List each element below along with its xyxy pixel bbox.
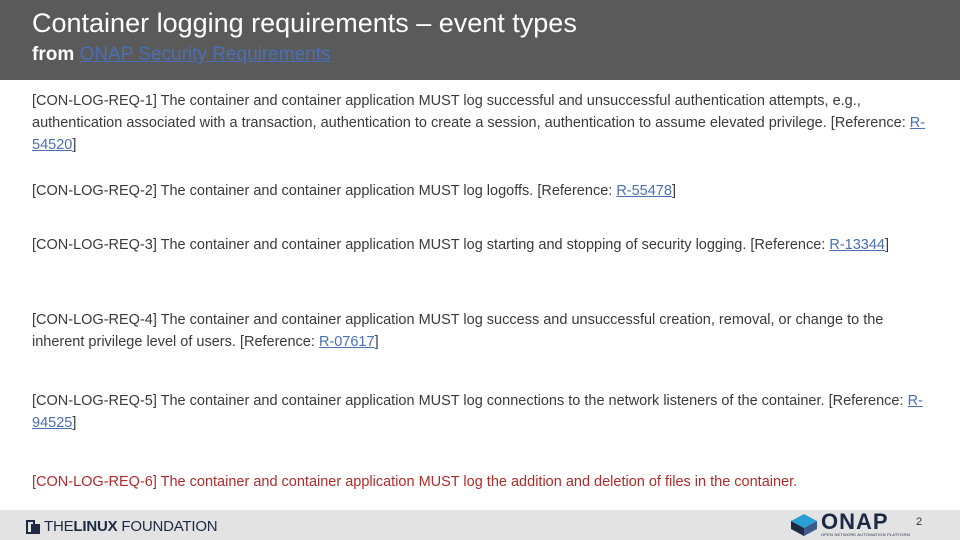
reference-link-4[interactable]: R-07617: [318, 334, 375, 350]
requirement-3: [CON-LOG-REQ-3] The container and contai…: [32, 237, 890, 253]
slide-title: Container logging requirements – event t…: [32, 8, 577, 38]
linux-foundation-logo: THELINUX FOUNDATION: [26, 518, 218, 535]
slide-subtitle: from ONAP Security Requirements: [32, 44, 331, 66]
onap-security-requirements-link[interactable]: ONAP Security Requirements: [79, 44, 331, 65]
reference-link-2[interactable]: R-55478: [616, 183, 672, 199]
subtitle-prefix: from: [32, 44, 75, 65]
slide-footer: THELINUX FOUNDATION ONAP OPEN NETWORK AU…: [0, 510, 960, 540]
page-number: 2: [916, 516, 923, 528]
onap-cube-icon: [791, 513, 817, 536]
requirement-6: [CON-LOG-REQ-6] The container and contai…: [32, 474, 798, 490]
onap-logo: ONAP OPEN NETWORK AUTOMATION PLATFORM: [790, 509, 911, 537]
linux-foundation-icon: [26, 519, 40, 534]
requirement-5: [CON-LOG-REQ-5] The container and contai…: [32, 393, 923, 431]
reference-link-3[interactable]: R-13344: [829, 237, 885, 253]
requirement-1: [CON-LOG-REQ-1] The container and contai…: [32, 93, 926, 153]
onap-tagline: OPEN NETWORK AUTOMATION PLATFORM: [821, 532, 911, 537]
onap-wordmark: ONAP: [821, 509, 889, 534]
requirement-2: [CON-LOG-REQ-2] The container and contai…: [32, 183, 676, 199]
reference-link-1[interactable]: R-54520: [32, 115, 926, 153]
reference-link-5[interactable]: R-94525: [32, 393, 923, 431]
slide-header: Container logging requirements – event t…: [0, 0, 960, 80]
requirement-4: [CON-LOG-REQ-4] The container and contai…: [32, 312, 884, 350]
